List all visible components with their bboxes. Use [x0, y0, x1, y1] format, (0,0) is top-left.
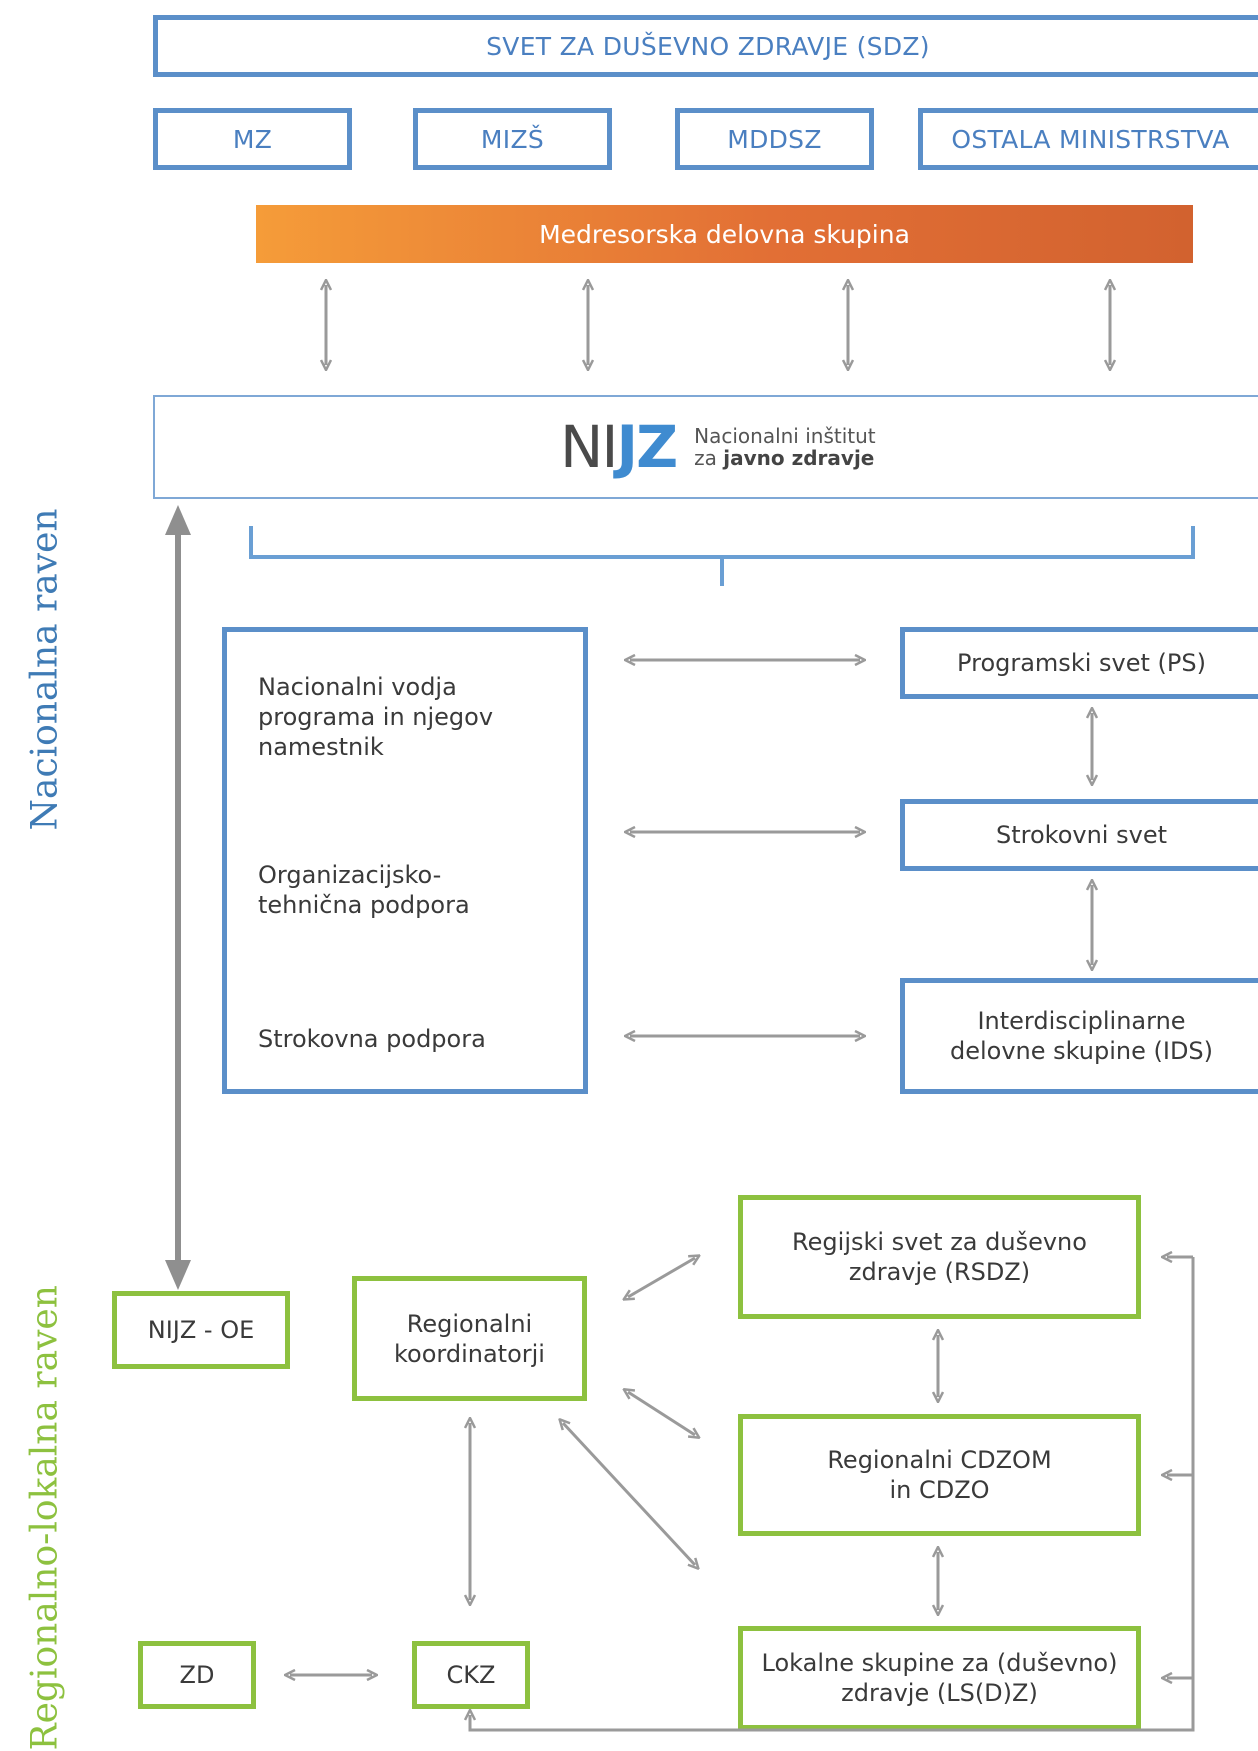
nijz-logo-mark: NIJZ: [560, 413, 678, 481]
program-leadership-box: [222, 627, 588, 1094]
nijz-box: [153, 395, 1258, 499]
ministry-mizs-box: MIZŠ: [413, 108, 612, 170]
zd-label: ZD: [179, 1661, 215, 1689]
strokovni-svet-box: Strokovni svet: [900, 799, 1258, 871]
nijz-oe-box: NIJZ - OE: [112, 1291, 290, 1369]
cdzom-label: Regionalni CDZOM in CDZO: [827, 1446, 1052, 1504]
nijz-logo: NIJZ Nacionalni inštitut za javno zdravj…: [560, 412, 876, 482]
arrow-koord-cdzom: [628, 1392, 695, 1435]
rsdz-label: Regijski svet za duševno zdravje (RSDZ): [792, 1228, 1087, 1286]
ministry-label: OSTALA MINISTRSTVA: [951, 124, 1230, 154]
ministry-mz-box: MZ: [153, 108, 352, 170]
regional-coordinators-label: Regionalni koordinatorji: [394, 1309, 545, 1368]
ckz-label: CKZ: [446, 1661, 496, 1689]
ministry-label: MDDSZ: [727, 124, 822, 154]
programski-svet-box: Programski svet (PS): [900, 627, 1258, 699]
ids-box: Interdisciplinarne delovne skupine (IDS): [900, 978, 1258, 1094]
org-tech-support-label: Organizacijsko-tehnična podpora: [258, 861, 470, 919]
lsdz-box: Lokalne skupine za (duševno) zdravje (LS…: [738, 1626, 1141, 1730]
programski-svet-label: Programski svet (PS): [957, 649, 1206, 677]
ministry-label: MIZŠ: [480, 124, 545, 154]
feedback-loop-line: [468, 1257, 1195, 1732]
arrow-koord-rsdz: [628, 1258, 695, 1297]
nijz-bracket: [249, 526, 1195, 559]
ministry-mddsz-box: MDDSZ: [675, 108, 874, 170]
working-group-label: Medresorska delovna skupina: [539, 219, 910, 249]
lsdz-label: Lokalne skupine za (duševno) zdravje (LS…: [761, 1649, 1118, 1707]
expert-support-label: Strokovna podpora: [258, 1025, 486, 1053]
ministry-other-box: OSTALA MINISTRSTVA: [918, 108, 1258, 170]
regional-coordinators-box: Regionalni koordinatorji: [352, 1276, 587, 1401]
zd-box: ZD: [138, 1641, 256, 1709]
ckz-box: CKZ: [412, 1641, 530, 1709]
sdz-label: SVET ZA DUŠEVNO ZDRAVJE (SDZ): [486, 31, 930, 61]
interministerial-working-group-bar: Medresorska delovna skupina: [256, 205, 1193, 263]
sdz-box: SVET ZA DUŠEVNO ZDRAVJE (SDZ): [153, 15, 1258, 77]
program-leader-label: Nacionalni vodja programa in njegov name…: [258, 673, 494, 761]
arrow-koord-lsdz: [563, 1423, 695, 1565]
nijz-logo-text: Nacionalni inštitut za javno zdravje: [694, 424, 876, 470]
nijz-oe-label: NIJZ - OE: [147, 1316, 255, 1344]
ministry-label: MZ: [232, 124, 273, 154]
cdzom-box: Regionalni CDZOM in CDZO: [738, 1414, 1141, 1536]
strokovni-svet-label: Strokovni svet: [996, 821, 1167, 849]
ids-label: Interdisciplinarne delovne skupine (IDS): [949, 1007, 1214, 1065]
rsdz-box: Regijski svet za duševno zdravje (RSDZ): [738, 1195, 1141, 1319]
